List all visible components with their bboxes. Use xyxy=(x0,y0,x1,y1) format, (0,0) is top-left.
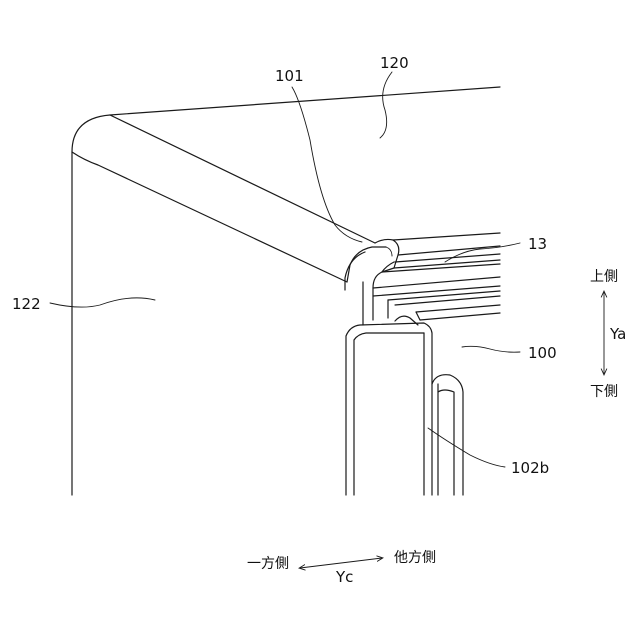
direction-yc: 一方側 Yc 他方側 xyxy=(247,550,436,586)
label-13: 13 xyxy=(528,235,547,253)
panel-102b xyxy=(346,323,463,495)
label-ya: Ya xyxy=(609,325,626,343)
label-one-side: 一方側 xyxy=(247,556,289,572)
direction-ya: 上側 Ya 下側 xyxy=(590,269,626,400)
label-100: 100 xyxy=(528,344,557,362)
label-other-side: 他方側 xyxy=(394,550,436,566)
label-upper-side: 上側 xyxy=(590,269,618,285)
label-102b: 102b xyxy=(511,459,549,477)
member-13 xyxy=(373,233,500,288)
leader-lines xyxy=(50,72,520,467)
label-122: 122 xyxy=(12,295,41,313)
label-yc: Yc xyxy=(335,568,353,586)
seal-101 xyxy=(345,239,399,325)
label-lower-side: 下側 xyxy=(590,384,618,400)
label-101: 101 xyxy=(275,67,304,85)
label-120: 120 xyxy=(380,54,409,72)
double-arrow-horizontal-icon xyxy=(300,558,382,568)
frame-100 xyxy=(373,286,500,325)
